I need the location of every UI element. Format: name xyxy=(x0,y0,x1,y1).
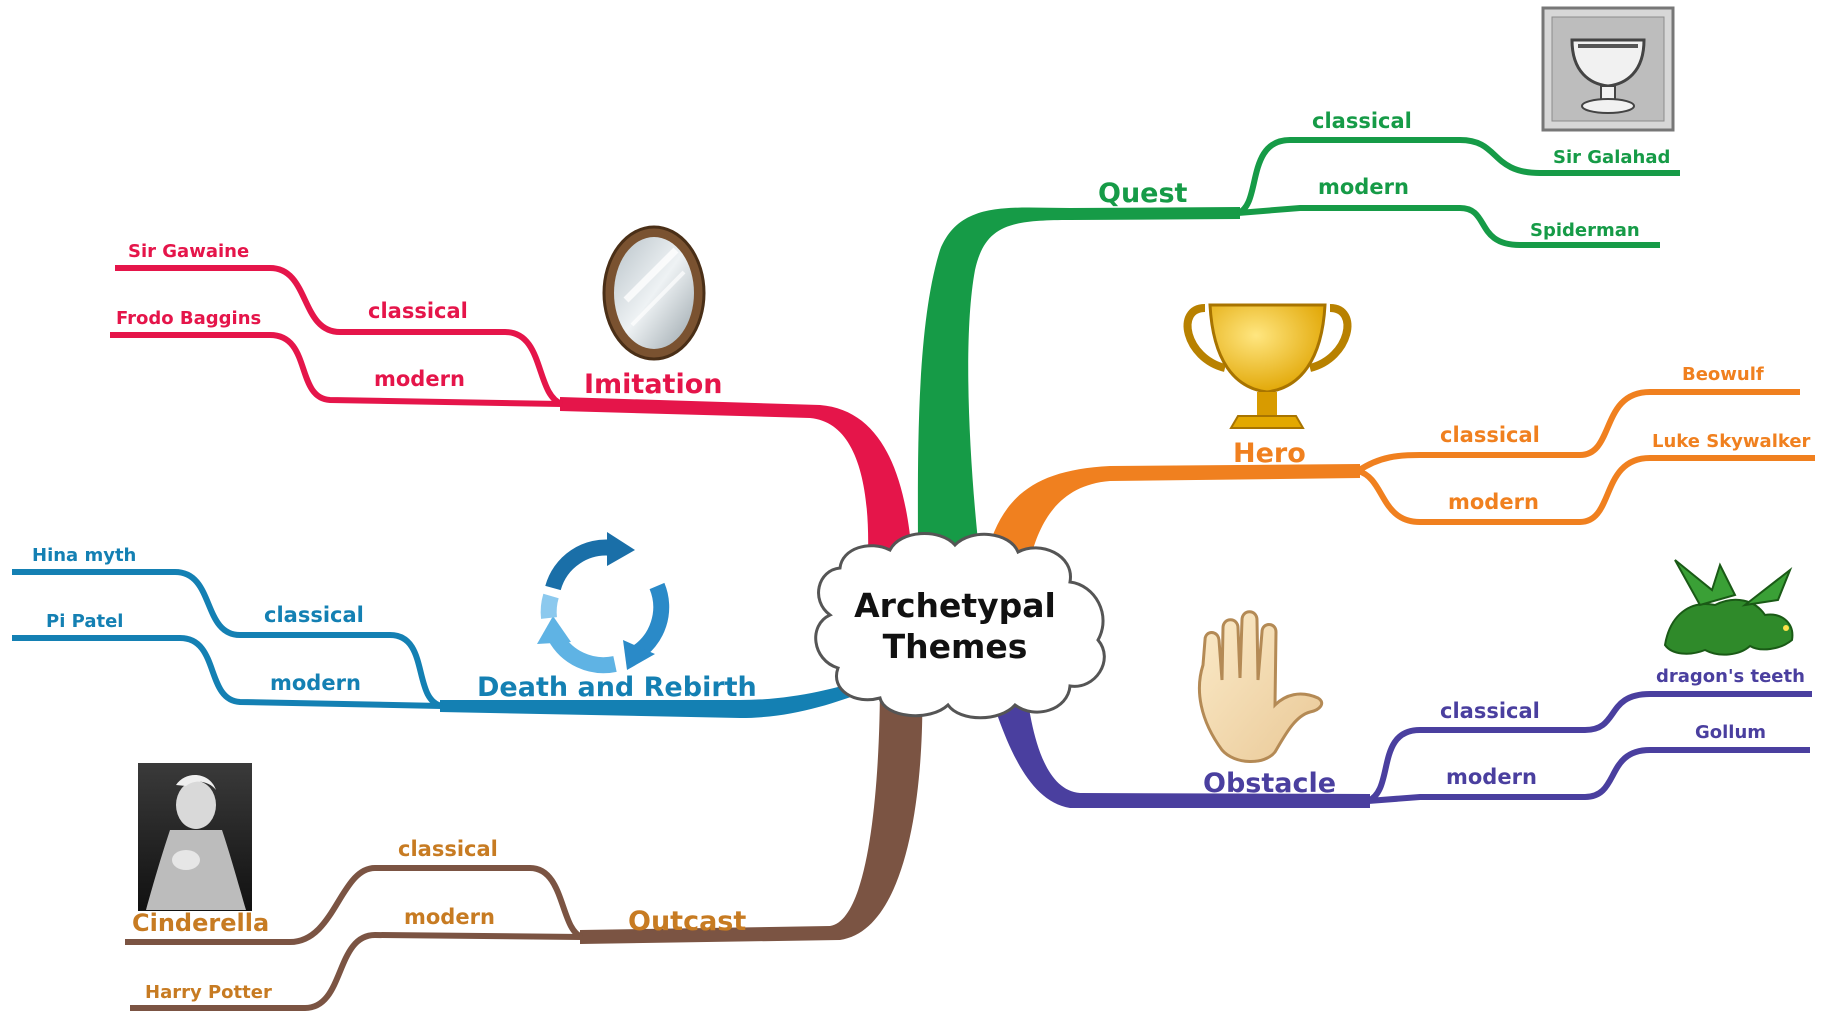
imitation-main-line xyxy=(560,397,912,555)
death-rebirth-label: Death and Rebirth xyxy=(477,672,757,703)
quest-classical-label: classical xyxy=(1312,109,1412,133)
hero-modern-line xyxy=(1356,455,1815,525)
obstacle-classical-label: classical xyxy=(1440,699,1540,723)
quest-modern-line xyxy=(1237,205,1660,248)
obstacle-label: Obstacle xyxy=(1203,768,1336,799)
imitation-modern-line xyxy=(110,332,563,407)
outcast-modern-line xyxy=(130,931,583,1011)
imitation-classical-line xyxy=(115,265,564,407)
imitation-modern-label: modern xyxy=(374,367,465,391)
outcast-classical-label: classical xyxy=(398,837,498,861)
hero-classical-example: Beowulf xyxy=(1682,364,1764,385)
cycle-arrows-icon xyxy=(537,532,670,674)
obstacle-classical-line xyxy=(1366,691,1812,804)
quest-main-line xyxy=(917,207,1240,560)
imitation-branch xyxy=(110,265,912,555)
center-cloud: Archetypal Themes xyxy=(814,532,1106,720)
grail-cup-icon xyxy=(1541,6,1675,132)
hero-classical-line xyxy=(1356,389,1800,474)
imitation-label: Imitation xyxy=(584,369,723,400)
cloud-shape xyxy=(814,532,1106,720)
hero-label: Hero xyxy=(1233,438,1306,469)
cinderella-photo xyxy=(138,763,252,911)
hero-modern-label: modern xyxy=(1448,490,1539,514)
outcast-classical-line xyxy=(125,865,584,945)
outcast-label: Outcast xyxy=(628,906,746,937)
hero-main-line xyxy=(985,464,1360,560)
death-rebirth-classical-line xyxy=(12,569,444,709)
quest-classical-example: Sir Galahad xyxy=(1553,147,1670,168)
imitation-modern-example: Frodo Baggins xyxy=(116,308,261,329)
hero-classical-label: classical xyxy=(1440,423,1540,447)
hero-branch xyxy=(985,389,1815,560)
death-rebirth-classical-example: Hina myth xyxy=(32,545,136,566)
death-rebirth-modern-example: Pi Patel xyxy=(46,611,123,632)
obstacle-modern-line xyxy=(1367,747,1810,804)
hand-icon xyxy=(1197,610,1324,763)
imitation-classical-label: classical xyxy=(368,299,468,323)
outcast-classical-example: Cinderella xyxy=(132,909,269,937)
obstacle-classical-example: dragon's teeth xyxy=(1656,666,1805,687)
outcast-modern-example: Harry Potter xyxy=(145,982,272,1003)
quest-classical-line xyxy=(1236,137,1680,216)
death-rebirth-classical-label: classical xyxy=(264,603,364,627)
obstacle-modern-label: modern xyxy=(1446,765,1537,789)
trophy-icon xyxy=(1183,303,1352,429)
quest-label: Quest xyxy=(1098,178,1188,209)
death-rebirth-main-line xyxy=(440,678,870,718)
center-title-line1: Archetypal xyxy=(854,586,1056,625)
obstacle-modern-example: Gollum xyxy=(1695,722,1766,743)
quest-modern-example: Spiderman xyxy=(1530,220,1640,241)
quest-modern-label: modern xyxy=(1318,175,1409,199)
outcast-modern-label: modern xyxy=(404,905,495,929)
outcast-main-line xyxy=(580,680,923,944)
death-rebirth-modern-label: modern xyxy=(270,671,361,695)
hero-modern-example: Luke Skywalker xyxy=(1652,431,1811,452)
center-title-line2: Themes xyxy=(883,627,1028,666)
imitation-classical-example: Sir Gawaine xyxy=(128,241,249,262)
mirror-icon xyxy=(602,225,706,361)
quest-branch xyxy=(917,137,1680,560)
death-rebirth-branch xyxy=(12,569,870,718)
dragon-icon xyxy=(1663,559,1794,656)
obstacle-branch xyxy=(985,680,1812,808)
death-rebirth-modern-line xyxy=(12,635,443,709)
